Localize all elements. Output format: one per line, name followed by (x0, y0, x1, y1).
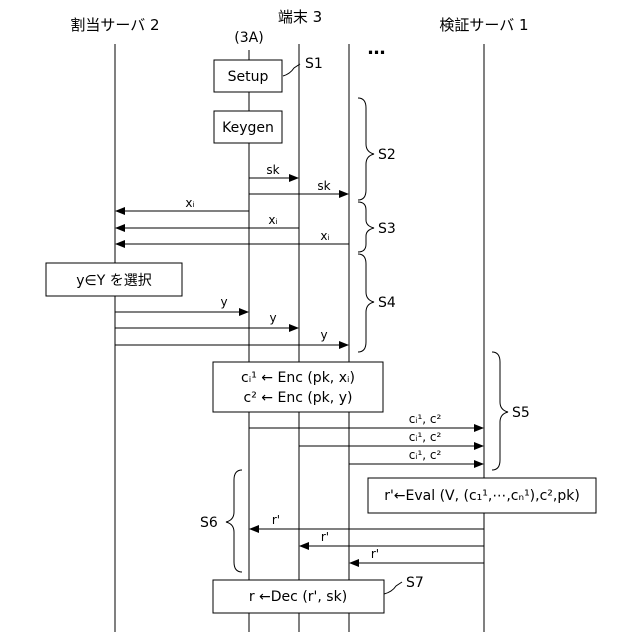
dec-label: r ←Dec (r', sk) (249, 589, 347, 605)
msg-sk-label-1: sk (266, 163, 279, 177)
step-s2-label: S2 (378, 147, 396, 163)
msg-xi-label-3: xᵢ (320, 229, 329, 243)
s5-brace (492, 352, 508, 470)
step-s5-label: S5 (512, 405, 530, 421)
dec-box: r ←Dec (r', sk) (213, 580, 384, 613)
s4-brace (358, 254, 374, 352)
select-y-box: y∈Y を選択 (46, 263, 182, 296)
step-s4-label: S4 (378, 295, 396, 311)
s2-brace (358, 98, 374, 200)
s1-callout (283, 64, 300, 76)
enc-line2-label: c² ← Enc (pk, y) (244, 390, 353, 406)
msg-y-label-2: y (269, 311, 276, 325)
verify-server-header: 検証サーバ 1 (439, 16, 528, 34)
setup-box: Setup (214, 60, 282, 92)
step-s3-label: S3 (378, 221, 396, 237)
enc-box: cᵢ¹ ← Enc (pk, xᵢ) c² ← Enc (pk, y) (213, 362, 383, 412)
s7-callout (384, 582, 402, 594)
msg-r-label-3: r' (371, 547, 379, 561)
terminal-header: 端末 3 (278, 8, 322, 26)
eval-box: r'←Eval (V, (c₁¹,⋯,cₙ¹),c²,pk) (368, 478, 596, 513)
msg-r-label-1: r' (272, 513, 280, 527)
msg-y-label-3: y (320, 328, 327, 342)
alloc-server-header: 割当サーバ 2 (70, 16, 159, 34)
msg-xi-label-2: xᵢ (268, 213, 277, 227)
enc-line1-label: cᵢ¹ ← Enc (pk, xᵢ) (241, 370, 355, 386)
s6-brace (226, 470, 242, 572)
msg-xi-label-1: xᵢ (185, 196, 194, 210)
msg-c-label-1: cᵢ¹, c² (409, 412, 442, 426)
step-s6-label: S6 (200, 515, 218, 531)
select-y-label: y∈Y を選択 (76, 273, 151, 289)
setup-label: Setup (228, 69, 269, 85)
ellipsis-header: … (368, 38, 389, 59)
msg-y-label-1: y (220, 295, 227, 309)
msg-c-label-3: cᵢ¹, c² (409, 448, 442, 462)
msg-r-label-2: r' (321, 530, 329, 544)
step-s7-label: S7 (406, 575, 424, 591)
keygen-box: Keygen (214, 111, 282, 143)
msg-sk-label-2: sk (317, 179, 330, 193)
lifelines (115, 44, 484, 632)
s3-brace (358, 202, 374, 252)
step-s1-label: S1 (305, 56, 323, 72)
msg-c-label-2: cᵢ¹, c² (409, 430, 442, 444)
keygen-label: Keygen (222, 120, 274, 136)
terminal-sub-header: (3A) (234, 30, 263, 46)
eval-label: r'←Eval (V, (c₁¹,⋯,cₙ¹),c²,pk) (384, 488, 580, 504)
